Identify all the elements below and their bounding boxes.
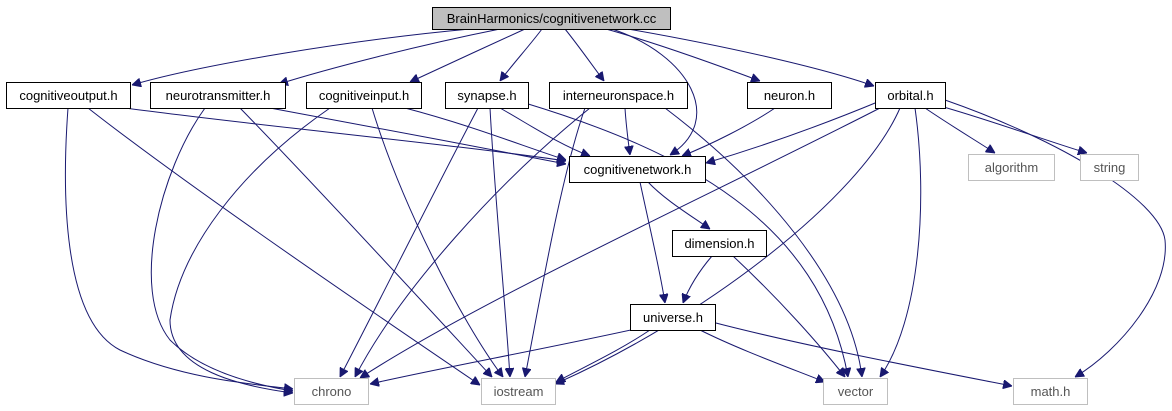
edge-root-to-orbital [627, 28, 874, 86]
edge-neurotransmitter-to-iostream [239, 107, 492, 377]
node-box [432, 7, 671, 30]
node-interneuronspace[interactable]: interneuronspace.h [549, 82, 688, 109]
node-label: neurotransmitter.h [166, 88, 271, 103]
edge-interneuronspace-to-cognitivenetwork [625, 107, 630, 155]
edge-interneuronspace-to-chrono [355, 107, 591, 377]
node-box [150, 82, 286, 109]
edge-cognitiveoutput-to-iostream [87, 107, 480, 385]
node-box [1013, 378, 1088, 405]
edge-universe-to-math [711, 321, 1012, 386]
edge-cognitiveoutput-to-chrono [64, 107, 293, 389]
node-label: algorithm [985, 160, 1038, 175]
node-box [481, 378, 556, 405]
node-box [549, 82, 688, 109]
edge-root-to-cognitiveinput [410, 28, 526, 82]
edge-root-to-neurotransmitter [279, 28, 501, 84]
node-box [294, 378, 369, 405]
edge-root-to-cognitivenetwork [611, 28, 698, 155]
node-label: universe.h [643, 310, 703, 325]
edge-universe-to-iostream [556, 329, 651, 382]
node-label: neuron.h [764, 88, 815, 103]
node-box [630, 304, 716, 331]
node-synapse[interactable]: synapse.h [445, 82, 529, 109]
node-vector[interactable]: vector [823, 378, 888, 405]
node-orbital[interactable]: orbital.h [875, 82, 946, 109]
node-math[interactable]: math.h [1013, 378, 1088, 405]
node-label: cognitiveoutput.h [19, 88, 117, 103]
edges-layer [64, 28, 1166, 393]
node-label: iostream [494, 384, 544, 399]
edge-dimension-to-universe [683, 255, 713, 303]
node-label: BrainHarmonics/cognitivenetwork.cc [447, 11, 657, 26]
edge-orbital-to-vector [880, 107, 922, 377]
edge-neuron-to-cognitivenetwork [682, 107, 776, 156]
node-string[interactable]: string [1080, 154, 1139, 181]
nodes-layer: BrainHarmonics/cognitivenetwork.cc cognit… [6, 7, 1139, 405]
edge-neurotransmitter-to-cognitivenetwork [269, 107, 566, 164]
node-box [672, 230, 767, 257]
node-cognitivenetwork[interactable]: cognitivenetwork.h [569, 156, 706, 183]
node-label: math.h [1031, 384, 1071, 399]
node-label: cognitiveinput.h [319, 88, 409, 103]
node-cognitiveinput[interactable]: cognitiveinput.h [306, 82, 422, 109]
node-box [1080, 154, 1139, 181]
node-neuron[interactable]: neuron.h [747, 82, 832, 109]
node-neurotransmitter[interactable]: neurotransmitter.h [150, 82, 286, 109]
edge-synapse-to-chrono [340, 107, 479, 377]
node-box [6, 82, 131, 109]
node-label: dimension.h [684, 236, 754, 251]
edge-synapse-to-vector [524, 102, 848, 377]
edge-synapse-to-cognitivenetwork [499, 107, 590, 156]
node-box [306, 82, 422, 109]
node-label: cognitivenetwork.h [584, 162, 692, 177]
node-root[interactable]: BrainHarmonics/cognitivenetwork.cc [432, 7, 671, 30]
node-label: string [1094, 160, 1126, 175]
node-box [445, 82, 529, 109]
edge-cognitiveinput-to-cognitivenetwork [404, 107, 566, 160]
edge-root-to-interneuronspace [564, 28, 604, 81]
edge-cognitiveinput-to-chrono [169, 107, 331, 393]
edge-cognitiveoutput-to-cognitivenetwork [124, 107, 566, 161]
node-box [875, 82, 946, 109]
edge-interneuronspace-to-vector [664, 107, 862, 377]
node-label: synapse.h [457, 88, 516, 103]
edge-root-to-synapse [500, 28, 543, 81]
node-cognitiveoutput[interactable]: cognitiveoutput.h [6, 82, 131, 109]
node-universe[interactable]: universe.h [630, 304, 716, 331]
node-label: orbital.h [887, 88, 933, 103]
edge-orbital-to-cognitivenetwork [706, 100, 881, 163]
edge-orbital-to-string [939, 105, 1087, 153]
edge-cognitivenetwork-to-universe [639, 181, 665, 303]
edge-synapse-to-iostream [489, 107, 510, 377]
edge-orbital-to-math [944, 99, 1166, 377]
edge-interneuronspace-to-iostream [525, 107, 586, 377]
node-box [968, 154, 1055, 181]
node-label: interneuronspace.h [563, 88, 674, 103]
node-box [747, 82, 832, 109]
node-label: chrono [312, 384, 352, 399]
edge-universe-to-chrono [370, 327, 641, 384]
node-iostream[interactable]: iostream [481, 378, 556, 405]
edge-universe-to-vector [699, 329, 825, 382]
node-algorithm[interactable]: algorithm [968, 154, 1055, 181]
node-box [823, 378, 888, 405]
edge-root-to-neuron [605, 28, 760, 81]
node-dimension[interactable]: dimension.h [672, 230, 767, 257]
node-box [569, 156, 706, 183]
edge-root-to-cognitiveoutput [132, 28, 471, 85]
edge-cognitivenetwork-to-dimension [647, 181, 710, 229]
edge-orbital-to-chrono [360, 107, 881, 378]
edge-neurotransmitter-to-chrono [150, 107, 293, 391]
edge-cognitiveinput-to-iostream [371, 107, 503, 377]
edge-orbital-to-algorithm [924, 107, 995, 153]
node-chrono[interactable]: chrono [294, 378, 369, 405]
edge-dimension-to-vector [732, 255, 845, 377]
node-label: vector [838, 384, 874, 399]
